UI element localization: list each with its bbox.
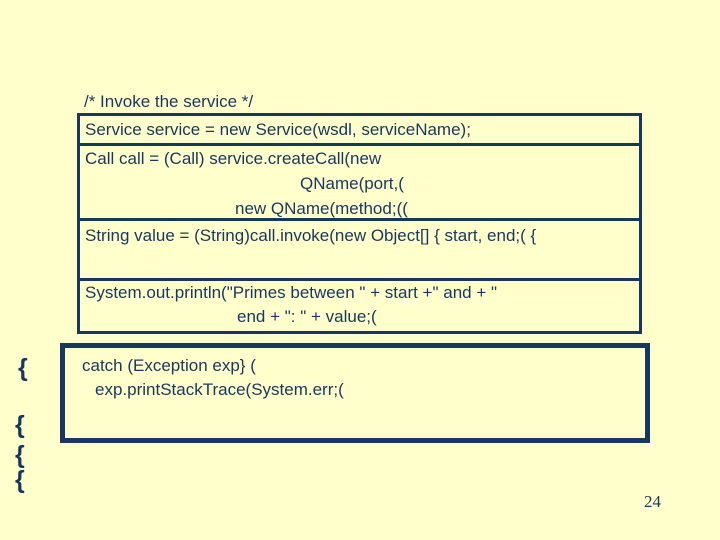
open-brace-1: { <box>18 354 28 382</box>
code-line-printstacktrace: exp.printStackTrace(System.err;( <box>95 380 344 399</box>
code-line-catch: catch (Exception exp} ( <box>82 356 256 375</box>
open-brace-3: { <box>15 441 25 469</box>
code-line-qname-method: new QName(method;(( <box>235 199 408 218</box>
code-line-service: Service service = new Service(wsdl, serv… <box>85 120 471 139</box>
open-brace-2: { <box>15 411 25 439</box>
catch-code-box: catch (Exception exp} ( exp.printStackTr… <box>60 343 650 443</box>
code-line-println-end: end + ": " + value;( <box>237 307 377 326</box>
string-code-box: String value = (String)call.invoke(new O… <box>77 221 642 281</box>
code-line-qname-port: QName(port,( <box>300 174 404 193</box>
code-comment: /* Invoke the service */ <box>84 92 254 111</box>
code-stack: Service service = new Service(wsdl, serv… <box>77 113 642 334</box>
code-line-println: System.out.println("Primes between " + s… <box>85 283 498 302</box>
page-number: 24 <box>644 492 661 511</box>
call-code-box: Call call = (Call) service.createCall(ne… <box>77 146 642 221</box>
code-line-call: Call call = (Call) service.createCall(ne… <box>85 149 382 168</box>
code-line-string-value: String value = (String)call.invoke(new O… <box>85 226 537 245</box>
println-code-box: System.out.println("Primes between " + s… <box>77 281 642 334</box>
service-code-box: Service service = new Service(wsdl, serv… <box>77 116 642 146</box>
open-brace-4: { <box>15 466 25 494</box>
